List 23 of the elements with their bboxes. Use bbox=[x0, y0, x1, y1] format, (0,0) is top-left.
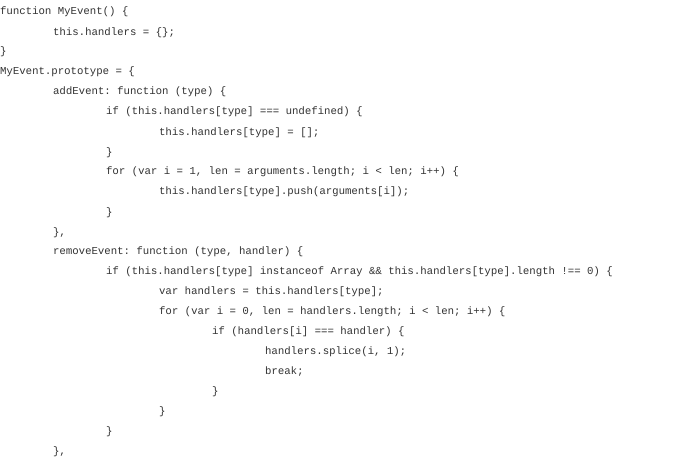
code-line: } bbox=[0, 45, 6, 60]
code-line: addEvent: function (type) { bbox=[53, 85, 226, 100]
code-line: }, bbox=[53, 445, 66, 460]
code-line: function MyEvent() { bbox=[0, 5, 128, 20]
code-line: } bbox=[106, 425, 112, 440]
code-line: } bbox=[159, 405, 166, 420]
code-line: handlers.splice(i, 1); bbox=[265, 345, 406, 360]
code-line: this.handlers[type].push(arguments[i]); bbox=[159, 185, 410, 200]
code-line: if (this.handlers[type] === undefined) { bbox=[106, 105, 363, 120]
code-line: if (this.handlers[type] instanceof Array && this.handlers[type].length !== 0) { bbox=[106, 265, 613, 280]
code-line: for (var i = 1, len = arguments.length; i < len; i++) { bbox=[106, 165, 459, 180]
code-line: var handlers = this.handlers[type]; bbox=[159, 285, 384, 300]
code-line: MyEvent.prototype = { bbox=[0, 65, 135, 80]
code-line: removeEvent: function (type, handler) { bbox=[53, 245, 304, 260]
code-line: } bbox=[212, 385, 218, 400]
code-line: break; bbox=[265, 365, 304, 380]
code-line: for (var i = 0, len = handlers.length; i < len; i++) { bbox=[159, 305, 506, 320]
code-line: } bbox=[106, 146, 112, 161]
code-line: }, bbox=[53, 226, 66, 241]
code-line: this.handlers[type] = []; bbox=[159, 126, 320, 141]
code-line: } bbox=[106, 206, 112, 221]
code-line: if (handlers[i] === handler) { bbox=[212, 325, 404, 340]
code-line: this.handlers = {}; bbox=[53, 26, 175, 41]
